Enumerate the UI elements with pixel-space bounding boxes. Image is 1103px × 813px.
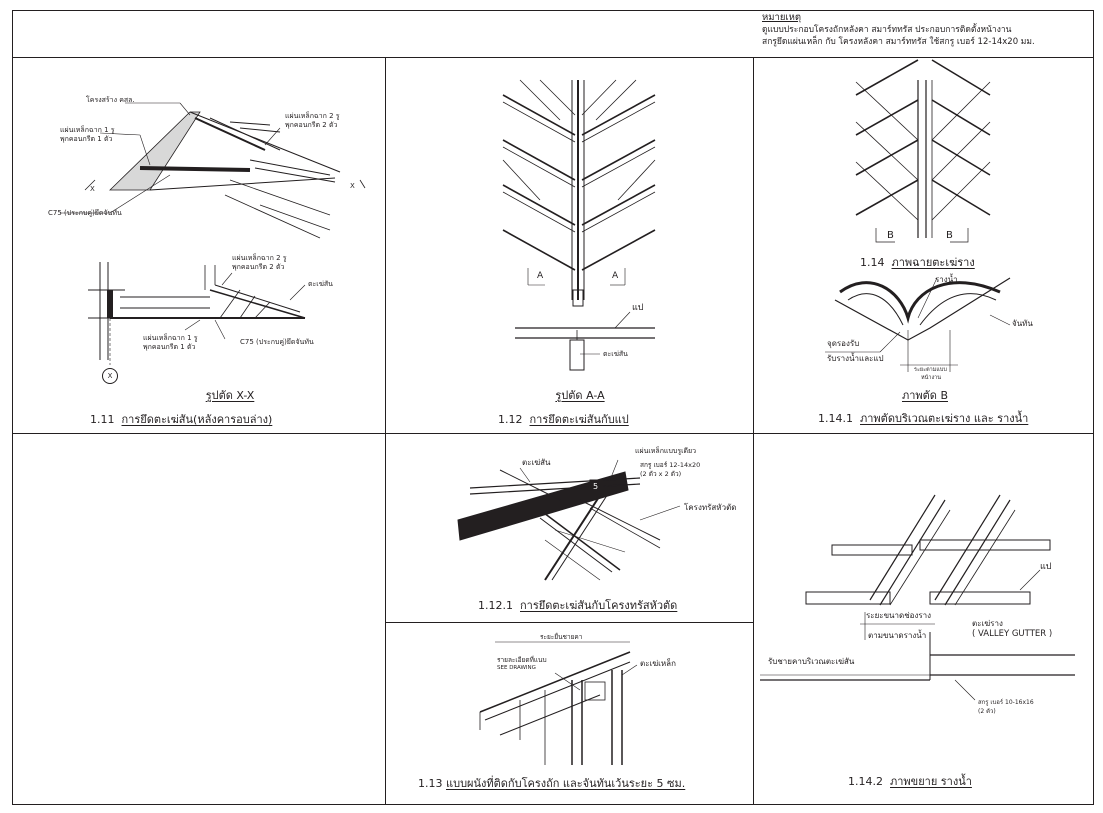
label-gutter: รางน้ำ: [935, 275, 958, 284]
label-valley-gutter-en: ( VALLEY GUTTER ): [972, 629, 1053, 639]
label-concrete-structure: โครงสร้าง คสล.: [86, 96, 135, 104]
label-angle-plate-2b: แผ่นเหล็กฉาก 2 รู: [232, 254, 287, 262]
label-steel-hip: ตะเฆ่เหล็ก: [640, 659, 676, 668]
label-screw-count: (2 ตัว x 2 ตัว): [640, 470, 682, 478]
label-x-left: X: [90, 185, 95, 193]
label-screw-count-1142: (2 ตัว): [978, 708, 996, 715]
notes-heading: หมายเหตุ: [762, 12, 802, 23]
row-divider: [12, 433, 1094, 435]
notes-line-1: ดูแบบประกอบโครงถักหลังคา สมาร์ททรัส ประก…: [762, 25, 1012, 35]
label-angle-plate-1b: แผ่นเหล็กฉาก 1 รู: [143, 334, 198, 342]
label-a-left: A: [537, 271, 544, 281]
label-support-gutter-purlin: รับรางน้ำและแป: [827, 354, 884, 363]
middle-bottom-divider: [385, 622, 754, 624]
label-concrete-anchor-2b: พุกคอนกรีต 2 ตัว: [232, 263, 285, 271]
label-x-right: X: [350, 182, 355, 190]
caption-1-12: 1.12 การยึดตะเฆ่สันกับแป: [498, 413, 629, 426]
label-distance-2: หน้างาน: [921, 375, 942, 381]
col-divider-1: [385, 57, 387, 805]
label-gutter-opening: ระยะขนาดช่องราง: [866, 611, 932, 620]
label-eave-edge: รับชายคาบริเวณตะเฆ่สัน: [768, 657, 855, 666]
label-see-drawing: SEE DRAWING: [497, 665, 536, 671]
label-c75b: C75 (ประกบคู่)ยึดจันทัน: [240, 338, 314, 346]
label-detail: รายละเอียดที่แนบ: [497, 656, 547, 664]
caption-1-14-1: 1.14.1 ภาพตัดบริเวณตะเฆ่ราง และ รางน้ำ: [818, 412, 1029, 425]
caption-1-12-1: 1.12.1 การยึดตะเฆ่สันกับโครงทรัสหัวตัด: [478, 599, 678, 612]
label-a-right: A: [612, 271, 619, 281]
label-concrete-anchor-1: พุกคอนกรีต 1 ตัว: [60, 135, 113, 143]
label-distance-1: ระยะตามแบบ: [914, 367, 947, 373]
label-screw: สกรู เบอร์ 12-14x20: [640, 461, 701, 469]
label-plate-single-hole: แผ่นเหล็กแบบรูเดียว: [635, 447, 697, 455]
label-hip-ridge: ตะเฆ่สัน: [308, 280, 333, 288]
label-concrete-anchor-1b: พุกคอนกรีต 1 ตัว: [143, 343, 196, 351]
label-gutter-size: ตามขนาดรางน้ำ: [868, 631, 927, 640]
caption-1-14-2: 1.14.2 ภาพขยาย รางน้ำ: [848, 775, 972, 788]
col-divider-2: [753, 57, 755, 805]
label-ridge-1121: ตะเฆ่สัน: [522, 458, 551, 467]
label-c75: C75 (ประกบคู่)ยึดจันทัน: [48, 209, 122, 217]
label-support-point: จุดรองรับ: [827, 339, 860, 348]
drawing-frame: [12, 10, 1094, 805]
label-b-right: B: [946, 230, 953, 241]
section-title-a-a: รูปตัด A-A: [555, 389, 605, 402]
notes-line-2: สกรูยึดแผ่นเหล็ก กับ โครงหลังคา สมาร์ททร…: [762, 37, 1035, 47]
label-concrete-anchor-2: พุกคอนกรีต 2 ตัว: [285, 121, 338, 129]
label-purlin-1142: แป: [1040, 562, 1052, 572]
label-eave-overhang: ระยะยื่นชายคา: [540, 633, 583, 641]
label-valley: ตะเฆ่ราง: [972, 619, 1003, 628]
section-title-b: ภาพตัด B: [901, 389, 948, 402]
label-purlin: แป: [632, 303, 644, 313]
caption-1-14: 1.14 ภาพฉายตะเฆ่ราง: [860, 256, 975, 269]
grid-bubble-x: X: [102, 368, 118, 384]
section-title-x-x: รูปตัด X-X: [205, 389, 255, 402]
marker-5: 5: [593, 482, 599, 491]
label-hip-ridge-aa: ตะเฆ่สัน: [603, 350, 628, 358]
label-b-left: B: [887, 230, 894, 241]
label-angle-plate-2: แผ่นเหล็กฉาก 2 รู: [285, 112, 340, 120]
notes-block: หมายเหตุ ดูแบบประกอบโครงถักหลังคา สมาร์ท…: [762, 12, 1092, 48]
label-rafter: จันทัน: [1012, 319, 1033, 328]
label-truss: โครงทรัสหัวตัด: [684, 503, 737, 512]
label-angle-plate-1: แผ่นเหล็กฉาก 1 รู: [60, 126, 115, 134]
caption-1-13: 1.13 แบบผนังที่ติดกับโครงถัก และจันทันเว…: [418, 777, 686, 790]
caption-1-11: 1.11 การยึดตะเฆ่สัน(หลังคารอบล่าง): [90, 413, 273, 426]
label-screw-1142: สกรู เบอร์ 10-16x16: [978, 699, 1034, 706]
notes-divider: [12, 57, 1094, 59]
